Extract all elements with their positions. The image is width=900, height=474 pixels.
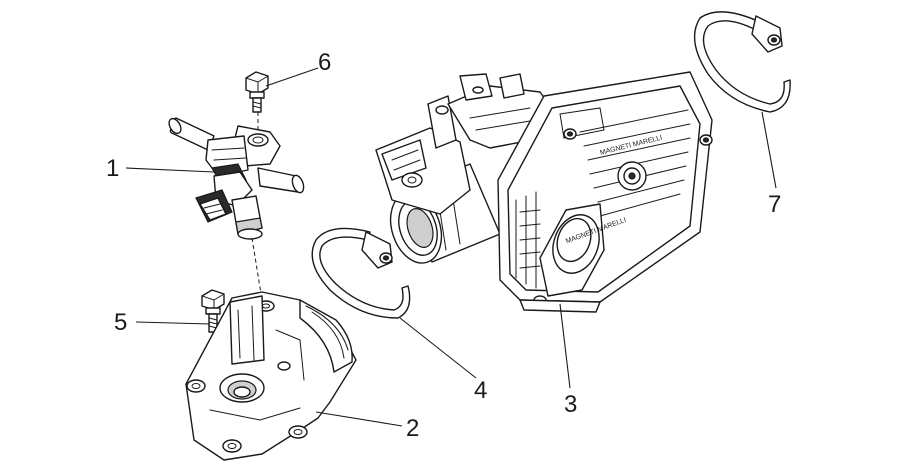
callout-3: 3 (564, 391, 577, 418)
leader-7 (761, 111, 777, 189)
part-1-fuel-injector (168, 117, 305, 240)
part-6-bolt (245, 71, 269, 113)
part-4-hose-clamp (311, 227, 411, 319)
callout-5: 5 (114, 309, 127, 336)
dash-1-to-2 (251, 237, 263, 301)
leader-1 (125, 167, 215, 173)
callout-4: 4 (474, 377, 487, 404)
callout-1: 1 (106, 155, 119, 182)
leader-6 (265, 67, 319, 87)
callout-6: 6 (318, 49, 331, 76)
leader-2 (315, 411, 403, 427)
leader-5 (135, 321, 211, 325)
part-5-bolt (201, 289, 225, 333)
part-3-throttle-body: MAGNETI MARELLI MAGNETI MARELLI (375, 71, 713, 313)
leader-4 (399, 317, 477, 379)
callout-7: 7 (768, 191, 781, 218)
part-7-hose-clamp (693, 11, 791, 113)
leader-3 (559, 303, 571, 389)
part-2-intake-manifold (185, 291, 357, 461)
callout-2: 2 (406, 415, 419, 442)
